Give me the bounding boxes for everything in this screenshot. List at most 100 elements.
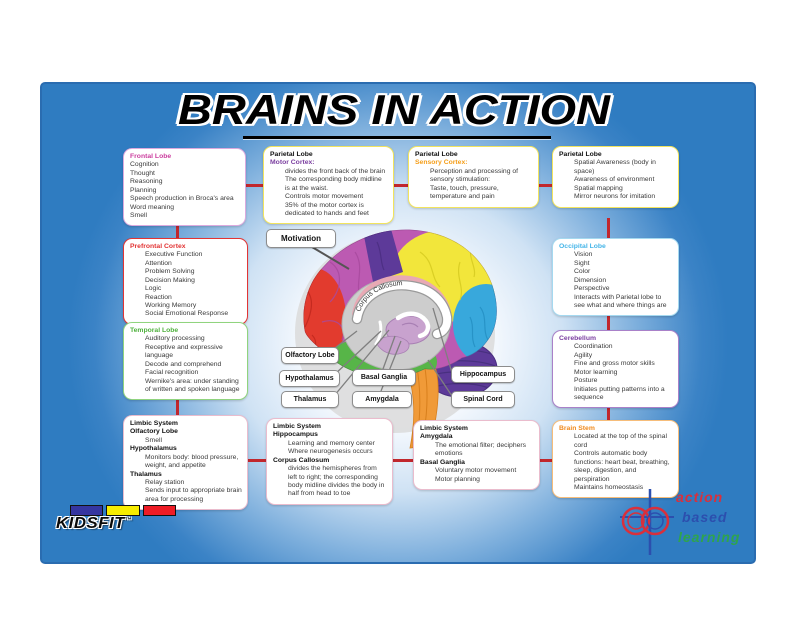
kidsfit-color-bars	[70, 505, 176, 516]
text-line: Initiates putting patterns into a sequen…	[574, 385, 665, 401]
text-line: Decision Making	[145, 276, 195, 284]
text-line: Hippocampus	[273, 431, 318, 439]
text-line: Perception and processing of sensory sti…	[430, 167, 519, 184]
text-line: Maintains homeostasis	[574, 483, 644, 491]
trademark-symbol: ™	[125, 517, 132, 524]
kidsfit-bar-yellow	[106, 505, 140, 516]
connector-line	[176, 398, 179, 416]
text-line: Thought	[130, 169, 155, 177]
text-line: Mirror neurons for imitation	[574, 193, 656, 201]
text-line: Agility	[574, 351, 593, 359]
poster-title: BRAINS IN ACTION	[177, 86, 611, 133]
connector-line	[235, 459, 266, 462]
text-line: Relay station	[145, 478, 185, 486]
text-line: Working Memory	[145, 301, 197, 309]
text-line: Smell	[145, 436, 162, 444]
text-line: Speech production in Broca's area	[130, 195, 234, 203]
text-line: Smell	[130, 211, 147, 219]
text-line: Facial recognition	[145, 369, 199, 377]
label-basal-ganglia: Basal Ganglia	[352, 369, 416, 386]
connector-line	[607, 218, 610, 239]
connector-line	[176, 221, 179, 239]
text-line: Spatial mapping	[574, 184, 623, 192]
text-line: Limbic System	[420, 425, 468, 432]
abl-word-based: based	[682, 509, 728, 525]
abl-word-action: action	[676, 489, 724, 505]
text-line: Social Emotional Response	[145, 310, 229, 318]
kidsfit-wordmark: KIDSFIT™	[56, 515, 132, 532]
connector-line	[607, 408, 610, 421]
text-line: 35% of the motor cortex is dedicated to …	[285, 201, 369, 217]
text-line: Problem Solving	[145, 268, 195, 276]
text-line: divides the hemispheres from left to rig…	[288, 465, 385, 498]
connector-line	[526, 184, 552, 187]
text-line: Olfactory Lobe	[130, 428, 178, 436]
abl-word-learning: learning	[678, 529, 741, 545]
text-line: Learning and memory center	[288, 439, 375, 447]
text-line: Parietal Lobe	[270, 151, 313, 158]
text-line: Planning	[130, 186, 157, 194]
label-amygdala: Amygdala	[352, 391, 412, 408]
text-line: Cerebellum	[559, 335, 597, 342]
text-line: Where neurogenesis occurs	[288, 448, 373, 456]
text-line: Monitors body: blood pressure, weight, a…	[145, 453, 239, 470]
text-line: Limbic System	[130, 420, 178, 427]
text-line: Limbic System	[273, 423, 321, 430]
connector-line	[381, 184, 408, 187]
connector-line	[380, 459, 413, 462]
text-line: Vision	[574, 251, 593, 259]
text-line: Prefrontal Cortex	[130, 243, 186, 250]
text-line: Motor learning	[574, 368, 618, 376]
text-line: Fine and gross motor skills	[574, 360, 655, 368]
label-motivation: Motivation	[266, 229, 336, 248]
text-line: Motor Cortex:	[270, 159, 315, 167]
text-line: Coordination	[574, 343, 613, 351]
label-hippocampus: Hippocampus	[451, 366, 515, 383]
connector-line	[233, 184, 263, 187]
action-based-learning-logo: action based learning	[608, 487, 753, 557]
text-line: Reaction	[145, 293, 172, 301]
text-line: Amygdala	[420, 433, 453, 441]
text-line: Frontal Lobe	[130, 153, 172, 160]
text-line: Brain Stem	[559, 425, 595, 432]
text-line: Word meaning	[130, 203, 175, 211]
title-underline	[243, 136, 551, 139]
text-line: Controls automatic body functions: heart…	[574, 450, 670, 483]
text-line: Thalamus	[130, 470, 162, 478]
label-olfactory-lobe: Olfactory Lobe	[281, 347, 339, 364]
text-line: Sensory Cortex:	[415, 159, 468, 167]
label-thalamus: Thalamus	[281, 391, 339, 408]
text-line: Logic	[145, 285, 162, 293]
text-line: Posture	[574, 377, 598, 385]
text-line: Taste, touch, pressure, temperature and …	[430, 184, 499, 201]
abl-monogram-icon	[620, 489, 674, 555]
text-line: Motor planning	[435, 475, 480, 483]
text-line: Auditory processing	[145, 335, 205, 343]
text-line: Located at the top of the spinal cord	[574, 433, 667, 449]
text-line: The corresponding body midline is at the…	[285, 176, 382, 192]
kidsfit-logo: KIDSFIT™	[56, 505, 176, 533]
text-line: Receptive and expressive language	[145, 343, 223, 360]
text-line: Sends input to appropriate brain area fo…	[145, 487, 242, 503]
text-line: The emotional filter; deciphers emotions	[435, 441, 527, 458]
text-line: Cognition	[130, 161, 159, 169]
text-line: Voluntary motor movement	[435, 467, 517, 475]
text-line: Color	[574, 268, 591, 276]
connector-line	[607, 316, 610, 331]
text-line: divides the front back of the brain	[285, 167, 386, 175]
text-line: Controls motor movement	[285, 193, 364, 201]
kidsfit-bar-blue	[70, 505, 104, 516]
label-hypothalamus: Hypothalamus	[279, 370, 340, 387]
text-line: Corpus Callosum	[273, 456, 330, 464]
kidsfit-bar-red	[142, 505, 176, 516]
